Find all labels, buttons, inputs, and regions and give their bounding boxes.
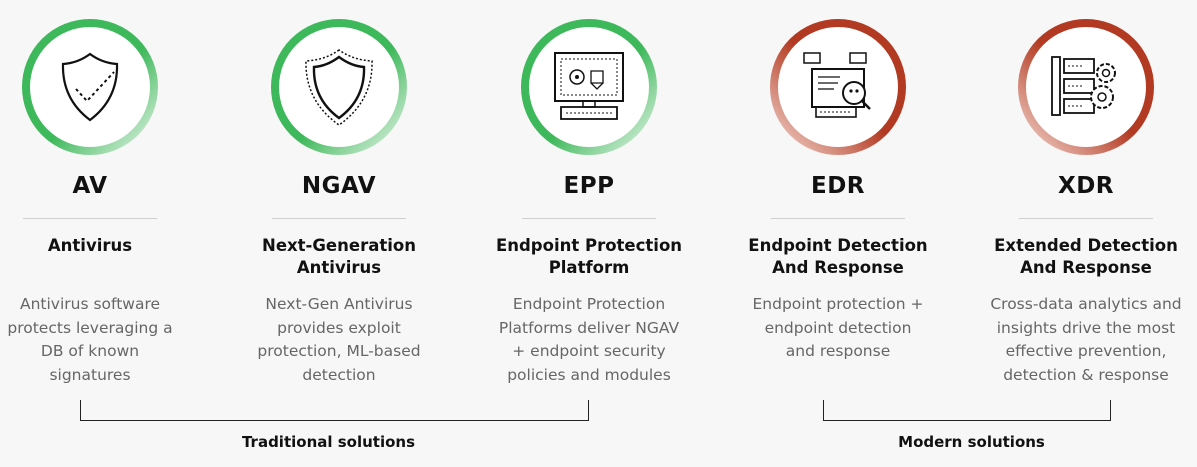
av-ring	[20, 17, 160, 157]
progress-ring	[521, 19, 657, 155]
desc-line: Antivirus software	[19, 295, 161, 313]
desc-line: DB of known	[40, 342, 140, 360]
name-line: Platform	[548, 258, 630, 277]
desc-line: Endpoint Protection	[512, 295, 666, 313]
divider	[272, 218, 406, 219]
desc-line: and response	[785, 342, 891, 360]
desc-line: detection	[302, 365, 376, 384]
acronym: EPP	[563, 173, 615, 199]
full-name: Extended Detection And Response	[961, 235, 1197, 279]
name-line: Endpoint Protection	[495, 236, 683, 255]
desc-line: effective prevention,	[1005, 342, 1167, 360]
desc-line: insights drive the most	[996, 318, 1176, 337]
name-line: Endpoint Detection	[748, 236, 928, 255]
solution-xdr: XDR Extended Detection And Response Cros…	[961, 0, 1197, 387]
full-name: Antivirus	[0, 235, 215, 279]
divider	[771, 218, 905, 219]
progress-ring	[271, 19, 407, 155]
acronym: NGAV	[301, 173, 377, 199]
desc-line: Endpoint protection +	[752, 295, 924, 313]
solution-epp: EPP Endpoint Protection Platform Endpoin…	[464, 0, 714, 387]
desc-line: signatures	[49, 365, 131, 384]
desc-line: protection, ML-based	[257, 342, 421, 360]
full-name: Endpoint Detection And Response	[713, 235, 963, 279]
epp-ring	[519, 17, 659, 157]
acronym: EDR	[810, 173, 865, 199]
name-line: Extended Detection	[994, 236, 1178, 255]
desc-line: Cross-data analytics and	[990, 295, 1182, 313]
desc-line: provides exploit	[277, 318, 401, 337]
edr-ring	[768, 17, 908, 157]
shield-check-icon	[61, 52, 119, 122]
shield-icon	[305, 49, 373, 126]
description: Antivirus software protects leveraging a…	[0, 293, 190, 387]
name-line: Next-Generation	[262, 236, 416, 255]
progress-ring	[1018, 19, 1154, 155]
computer-magnifier-icon	[803, 52, 871, 118]
progress-ring	[770, 19, 906, 155]
computer-biohazard-icon	[554, 52, 624, 120]
name-line: Antivirus	[296, 258, 382, 277]
description: Cross-data analytics and insights drive …	[986, 293, 1186, 387]
acronym: AV	[72, 173, 108, 199]
solution-ngav: NGAV Next-Generation Antivirus Next-Gen …	[214, 0, 464, 387]
desc-line: endpoint detection	[764, 318, 912, 337]
traditional-label: Traditional solutions	[241, 433, 416, 451]
modern-label: Modern solutions	[898, 433, 1045, 451]
desc-line: protects leveraging a	[7, 318, 173, 337]
solution-av: AV Antivirus Antivirus software protects…	[0, 0, 215, 387]
description: Endpoint protection + endpoint detection…	[738, 293, 938, 364]
name-line: Antivirus	[47, 236, 133, 255]
description: Endpoint Protection Platforms deliver NG…	[489, 293, 689, 387]
full-name: Next-Generation Antivirus	[214, 235, 464, 279]
divider	[1019, 218, 1153, 219]
desc-line: policies and modules	[507, 365, 671, 384]
modern-bracket	[823, 400, 1111, 421]
divider	[23, 218, 157, 219]
server-gears-icon	[1051, 56, 1116, 116]
xdr-ring	[1016, 17, 1156, 157]
description: Next-Gen Antivirus provides exploit prot…	[239, 293, 439, 387]
desc-line: + endpoint security	[512, 342, 666, 360]
full-name: Endpoint Protection Platform	[464, 235, 714, 279]
traditional-bracket	[80, 400, 589, 421]
acronym: XDR	[1057, 173, 1115, 199]
divider	[522, 218, 656, 219]
ngav-ring	[269, 17, 409, 157]
desc-line: Platforms deliver NGAV	[498, 318, 680, 337]
solution-edr: EDR Endpoint Detection And Response Endp…	[713, 0, 963, 364]
name-line: And Response	[772, 258, 904, 277]
progress-ring	[22, 19, 158, 155]
desc-line: detection & response	[1003, 365, 1169, 384]
name-line: And Response	[1020, 258, 1152, 277]
desc-line: Next-Gen Antivirus	[265, 295, 413, 313]
